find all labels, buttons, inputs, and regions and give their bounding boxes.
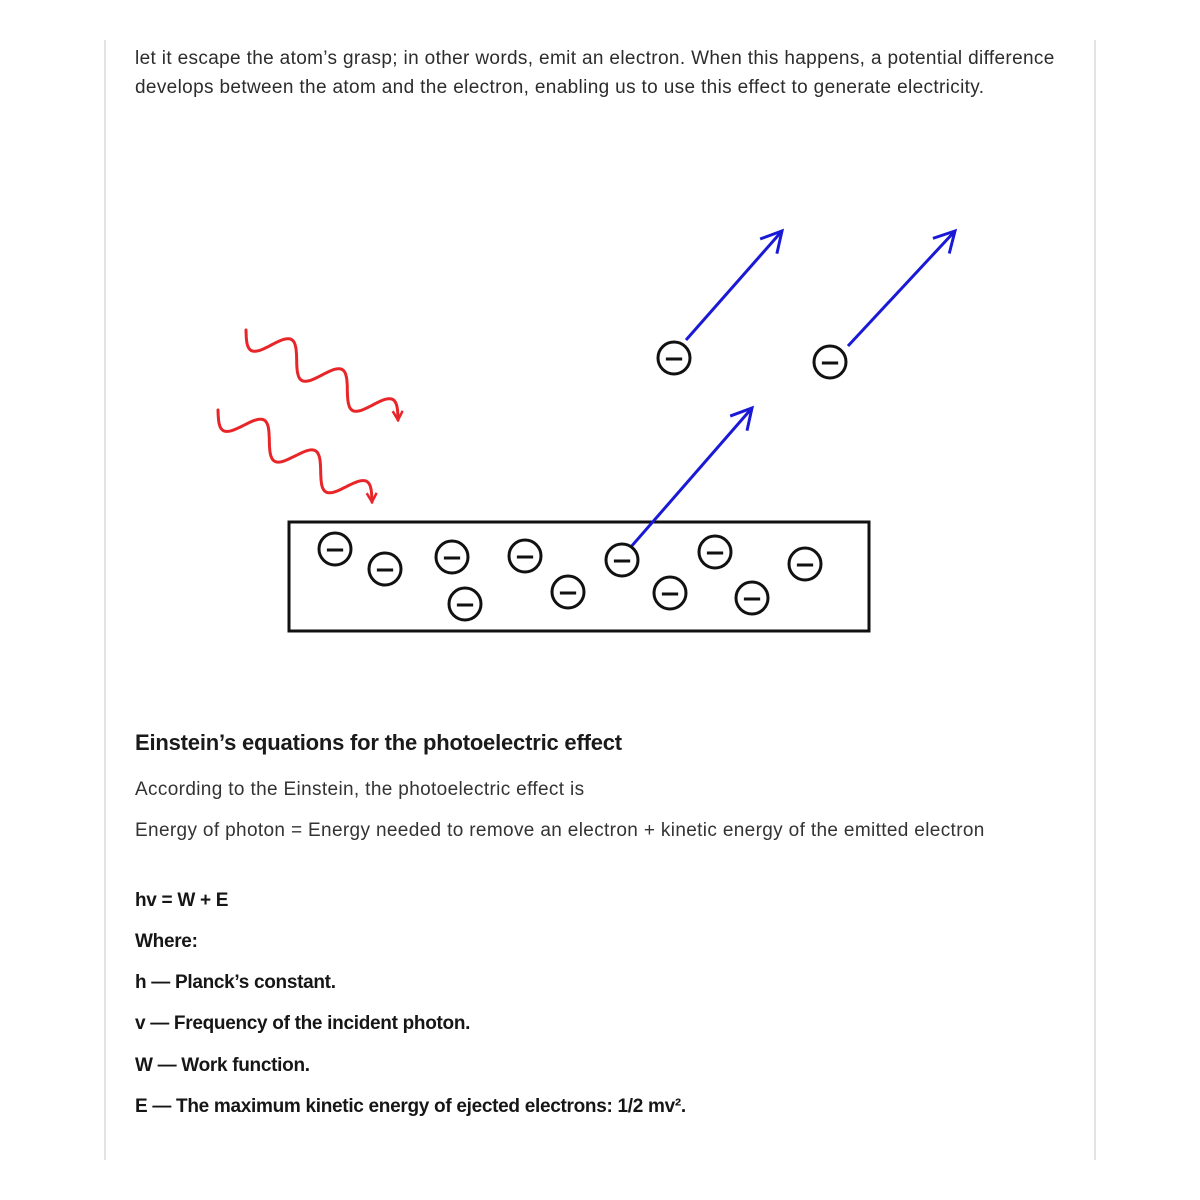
- definition-work-function: W — Work function.: [135, 1055, 310, 1076]
- photoelectric-equation: hv = W + E: [135, 890, 229, 911]
- where-label: Where:: [135, 931, 198, 952]
- definition-kinetic-energy: E — The maximum kinetic energy of ejecte…: [135, 1096, 686, 1117]
- energy-balance-text: Energy of photon = Energy needed to remo…: [135, 820, 985, 841]
- section-heading: Einstein’s equations for the photoelectr…: [135, 730, 622, 755]
- einstein-intro-text: According to the Einstein, the photoelec…: [135, 779, 585, 800]
- definition-frequency: v — Frequency of the incident photon.: [135, 1013, 471, 1034]
- intro-paragraph: let it escape the atom’s grasp; in other…: [135, 48, 1055, 98]
- definition-planck-constant: h — Planck’s constant.: [135, 972, 336, 993]
- article-content-frame: [104, 40, 1096, 1160]
